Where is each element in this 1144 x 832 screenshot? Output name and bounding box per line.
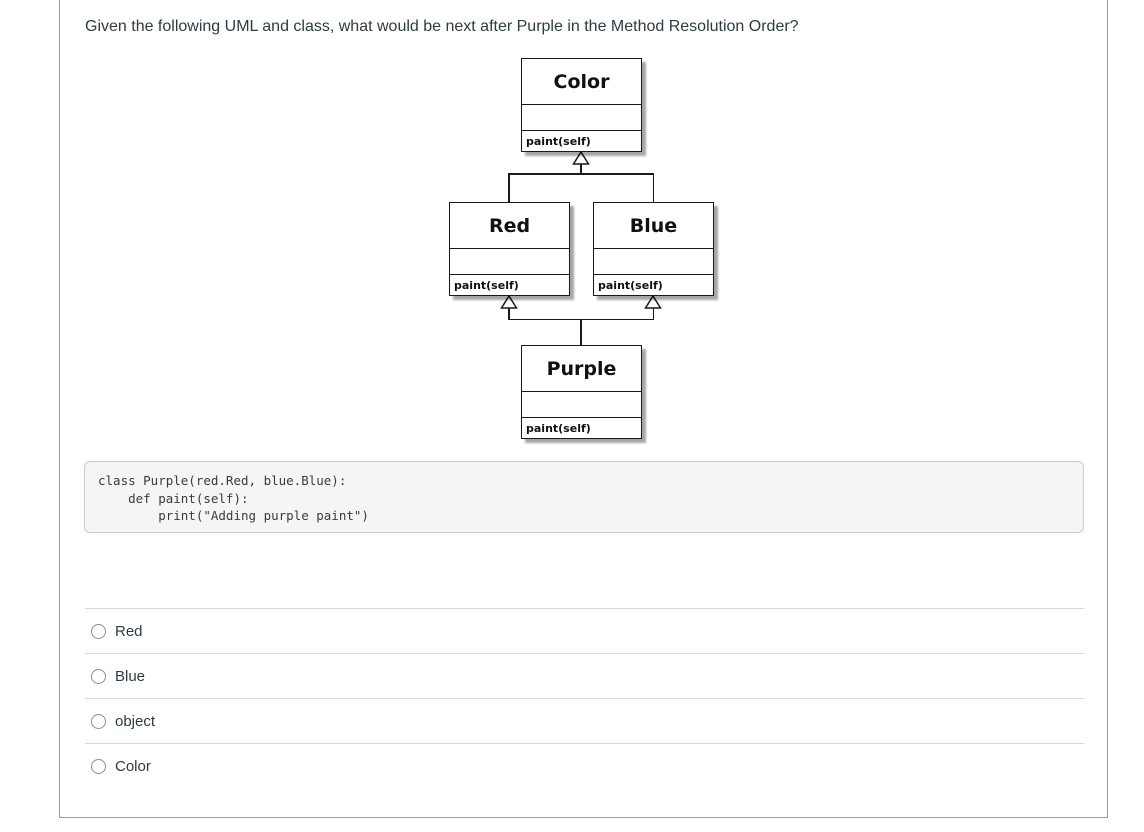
uml-connector-line xyxy=(652,308,654,320)
answer-option-label: Color xyxy=(115,757,151,775)
answer-option-object[interactable]: object xyxy=(85,698,1084,743)
uml-method-label: paint(self) xyxy=(522,130,641,151)
uml-connector-line xyxy=(508,173,654,175)
radio-button-unchecked[interactable] xyxy=(91,623,106,639)
question-text: Given the following UML and class, what … xyxy=(85,18,799,35)
radio-button-unchecked[interactable] xyxy=(91,668,106,684)
answer-option-blue[interactable]: Blue xyxy=(85,653,1084,698)
radio-button-unchecked[interactable] xyxy=(91,713,106,729)
uml-connector-line xyxy=(580,164,582,174)
code-block: class Purple(red.Red, blue.Blue): def pa… xyxy=(84,461,1084,533)
uml-class-name: Red xyxy=(488,214,531,237)
uml-method-label: paint(self) xyxy=(450,274,569,295)
answer-option-label: object xyxy=(115,712,156,730)
uml-class-name: Color xyxy=(553,70,610,93)
answer-option-red[interactable]: Red xyxy=(85,608,1084,653)
uml-connector-line xyxy=(580,318,582,346)
uml-class-purple: Purple paint(self) xyxy=(521,345,642,439)
uml-class-name: Blue xyxy=(629,214,678,237)
uml-connector-line xyxy=(652,173,654,203)
inheritance-arrow-icon xyxy=(572,150,590,165)
uml-class-blue: Blue paint(self) xyxy=(593,202,714,296)
inheritance-arrow-icon xyxy=(644,294,662,309)
answer-option-label: Red xyxy=(115,622,143,640)
answer-option-color[interactable]: Color xyxy=(85,743,1084,788)
uml-connector-line xyxy=(508,173,510,203)
uml-diagram: Color paint(self) Red paint(self) Blue p… xyxy=(60,0,1109,456)
uml-attributes-section xyxy=(522,391,641,417)
inheritance-arrow-icon xyxy=(500,294,518,309)
uml-method-label: paint(self) xyxy=(522,417,641,438)
code-text: class Purple(red.Red, blue.Blue): def pa… xyxy=(98,473,369,523)
uml-attributes-section xyxy=(522,104,641,130)
uml-class-name: Purple xyxy=(546,357,617,380)
uml-class-red: Red paint(self) xyxy=(449,202,570,296)
answer-options: Red Blue object Color xyxy=(85,608,1084,788)
uml-connector-line xyxy=(508,308,510,320)
uml-attributes-section xyxy=(594,248,713,274)
radio-button-unchecked[interactable] xyxy=(91,758,106,774)
question-panel: Given the following UML and class, what … xyxy=(59,0,1108,818)
uml-class-color: Color paint(self) xyxy=(521,58,642,152)
uml-attributes-section xyxy=(450,248,569,274)
uml-method-label: paint(self) xyxy=(594,274,713,295)
answer-option-label: Blue xyxy=(115,667,146,685)
